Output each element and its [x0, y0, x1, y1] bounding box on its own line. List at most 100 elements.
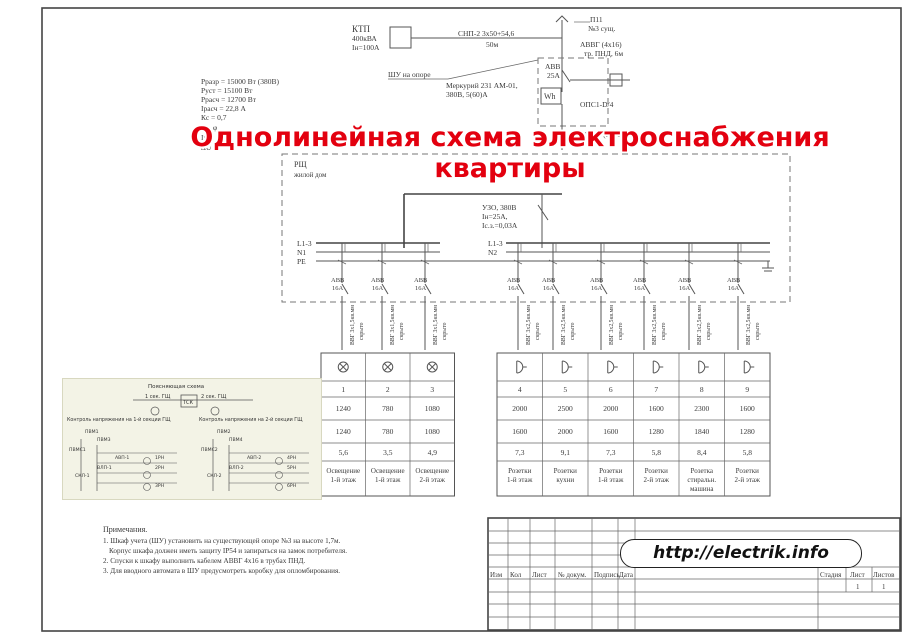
feeder-breaker-rating: 16А [543, 285, 555, 292]
feeder-pe-mark [596, 259, 606, 265]
inset-coil-right [210, 406, 220, 416]
note-2: 2. Спуски к шкафу выполнить кабелем АВВГ… [103, 557, 305, 565]
lamp-icon [382, 361, 394, 373]
inset-left-label: Контроль напряжения на 1-й секции ГЩ [67, 416, 171, 423]
table-num: 8 [700, 385, 704, 394]
table-current: 5,8 [743, 448, 753, 457]
inset-label: ВЛП-1 [97, 465, 112, 471]
note-1b: Корпус шкафа должен иметь защиту IP54 и … [109, 547, 347, 555]
supply-cable: СНП-2 3х50+54,6 [458, 29, 515, 38]
feeder-breaker-name: ABB [678, 277, 692, 284]
pole-support: №3 сущ. [588, 24, 616, 33]
feeder-cable-length: скрыто [399, 322, 405, 340]
watermark-url: http://electrik.info [620, 539, 862, 568]
feeder-breaker-name: ABB [542, 277, 556, 284]
inset-label: ПВМС1 [69, 447, 86, 453]
inset-label: 5РН [287, 465, 296, 471]
feeder-breaker-name: ABB [727, 277, 741, 284]
feeder-pe-mark [733, 259, 743, 265]
table-p2: 1840 [694, 427, 709, 436]
stamp-kol: Кол [510, 571, 522, 579]
feeder-cable-length: скрыто [618, 322, 624, 340]
table-name-2: 2-й этаж [735, 476, 761, 484]
stamp-frame [487, 517, 901, 631]
feeder-breaker-contact [424, 283, 432, 295]
table-name-1: Розетки [736, 467, 760, 475]
feeder-breaker-contact [643, 283, 651, 295]
inset-coil-left [150, 406, 160, 416]
bus-left-n: N1 [297, 248, 306, 257]
feeder-breaker-contact [600, 283, 608, 295]
feeder-cable-length: скрыто [755, 322, 761, 340]
inset-coil [275, 471, 283, 479]
feeder-pe-mark [337, 259, 347, 265]
table-current: 3,5 [383, 448, 393, 457]
stamp-sign: Подпись [594, 571, 620, 579]
table-num: 4 [518, 385, 522, 394]
title-line-1: Однолинейная схема электроснабжения [190, 122, 830, 153]
table-p2: 780 [382, 427, 394, 436]
surge-protector: ОПС1-D/4 [580, 100, 614, 109]
inset-coil [143, 483, 151, 491]
note-1a: 1. Шкаф учета (ШУ) установить на существ… [103, 537, 341, 545]
stamp-stage: Стадия [820, 571, 842, 579]
feeder-cable-label: ВВГ 3х2,5кв.мм [746, 305, 752, 345]
table-current: 8,4 [697, 448, 707, 457]
socket-icon [516, 360, 527, 374]
table-p2: 2000 [558, 427, 573, 436]
stamp-sheets: Листов [873, 571, 895, 579]
feeder-cable-label: ВВГ 3х2,5кв.мм [526, 305, 532, 345]
inset-label: АВП-1 [115, 455, 129, 461]
socket-icon [652, 360, 664, 374]
table-name-3: машина [690, 485, 714, 493]
feeder-breaker-name: ABB [507, 277, 521, 284]
drawing-frame [41, 7, 902, 632]
table-p1: 2300 [694, 404, 709, 413]
table-num: 5 [563, 385, 567, 394]
input-cable: АВВГ (4х16) [580, 40, 622, 49]
table-p2: 1280 [740, 427, 755, 436]
inset-label: 6РН [287, 483, 296, 489]
feeder-breaker-contact [737, 283, 745, 295]
table-current: 7,3 [606, 448, 616, 457]
inset-label: 2РН [155, 465, 164, 471]
lamp-icon [337, 361, 349, 373]
meter-rating: 380В, 5(60)А [446, 90, 488, 99]
inset-label: ПВМ3 [97, 437, 111, 443]
feeder-pe-mark [420, 259, 430, 265]
ktp-power: 400кВА [352, 34, 377, 43]
table-name-1: Розетки [599, 467, 623, 475]
table-num: 7 [654, 385, 658, 394]
feeder-breaker-rating: 16А [728, 285, 740, 292]
title-block: Изм Кол Лист № докум. Подпись Дата Стади… [487, 517, 901, 631]
inset-top-right: 2 сек. ГЩ [201, 394, 227, 400]
feeder-breaker-rating: 16А [591, 285, 603, 292]
rcd-contact [537, 204, 549, 221]
inset-label: 4РН [287, 455, 296, 461]
feeder-breaker-rating: 16А [679, 285, 691, 292]
shu-label: ШУ на опоре [388, 70, 431, 79]
inset-right-label: Контроль напряжения на 2-й секции ГЩ [199, 416, 303, 423]
inset-label: СКЛ-2 [207, 473, 222, 479]
rcd-type: УЗО, 380В [482, 203, 516, 212]
supply-cable-length: 50м [486, 40, 499, 49]
param-p-razr: Рразр = 15000 Вт (380В) [201, 77, 279, 86]
inset-label: ПВМ4 [229, 437, 243, 443]
stamp-date: Дата [619, 571, 634, 579]
shu-leader [447, 59, 539, 80]
inset-label: 1РН [155, 455, 164, 461]
rcd-leak: Iс.з.=0,03А [482, 221, 518, 230]
feeder-cable-label: ВВГ 3х1,5кв.мм [350, 305, 356, 345]
input-breaker-name: ABB [545, 62, 560, 71]
input-breaker-contact [561, 69, 571, 83]
table-name-1: Розетки [554, 467, 578, 475]
param-kc: Кс = 0,7 [201, 113, 227, 122]
